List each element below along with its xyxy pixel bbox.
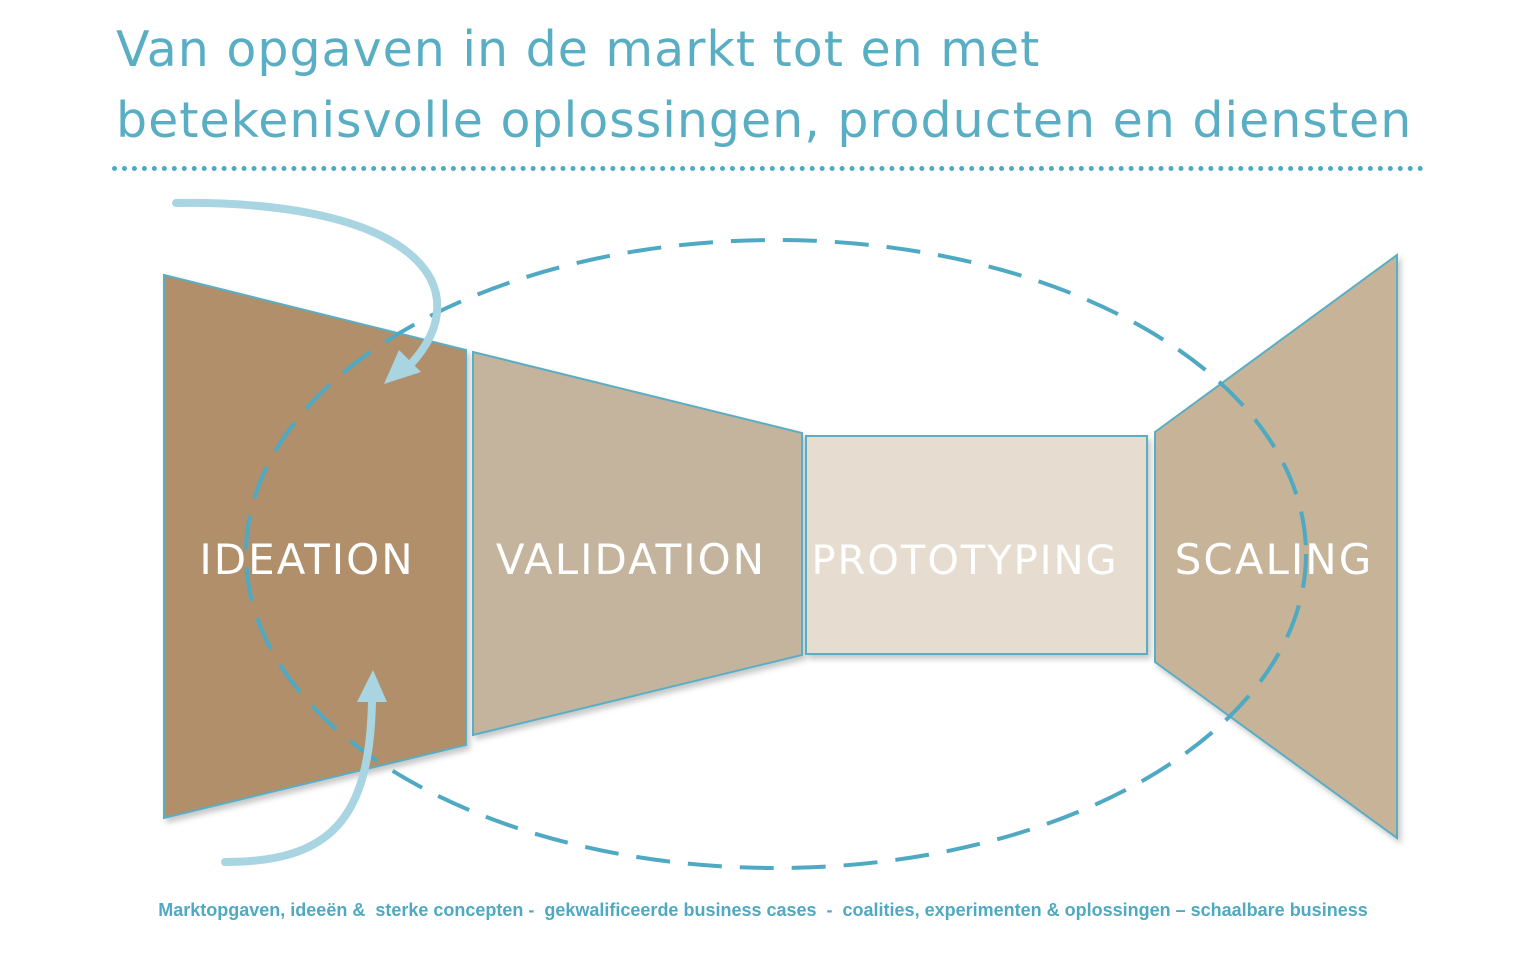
dotted-divider	[112, 166, 1424, 171]
stage-validation-shape	[472, 350, 803, 737]
title-line-2: betekenisvolle oplossingen, producten en…	[116, 92, 1413, 149]
arrow-in-top-head	[384, 350, 421, 384]
page-title: Van opgaven in de markt tot en met betek…	[116, 14, 1446, 156]
arrow-in-bottom	[221, 670, 387, 866]
title-line-1: Van opgaven in de markt tot en met	[116, 21, 1041, 78]
stage-validation-label: VALIDATION	[496, 535, 766, 584]
arrow-in-bottom-head	[357, 670, 387, 702]
stage-ideation-shape	[163, 273, 467, 820]
arrow-in-top-line	[172, 198, 442, 369]
arrow-in-top	[172, 198, 442, 384]
stage-scaling-shape	[1154, 253, 1398, 840]
arrow-in-bottom-line	[221, 696, 376, 866]
stage-prototyping-label: PROTOTYPING	[811, 538, 1118, 584]
stage-ideation-label: IDEATION	[199, 535, 414, 584]
stage-prototyping-shape	[805, 435, 1148, 655]
cycle-dashed-ellipse	[244, 238, 1308, 870]
stage-scaling-label: SCALING	[1175, 535, 1373, 584]
stage-caption: Marktopgaven, ideeën & sterke concepten …	[158, 900, 1368, 920]
